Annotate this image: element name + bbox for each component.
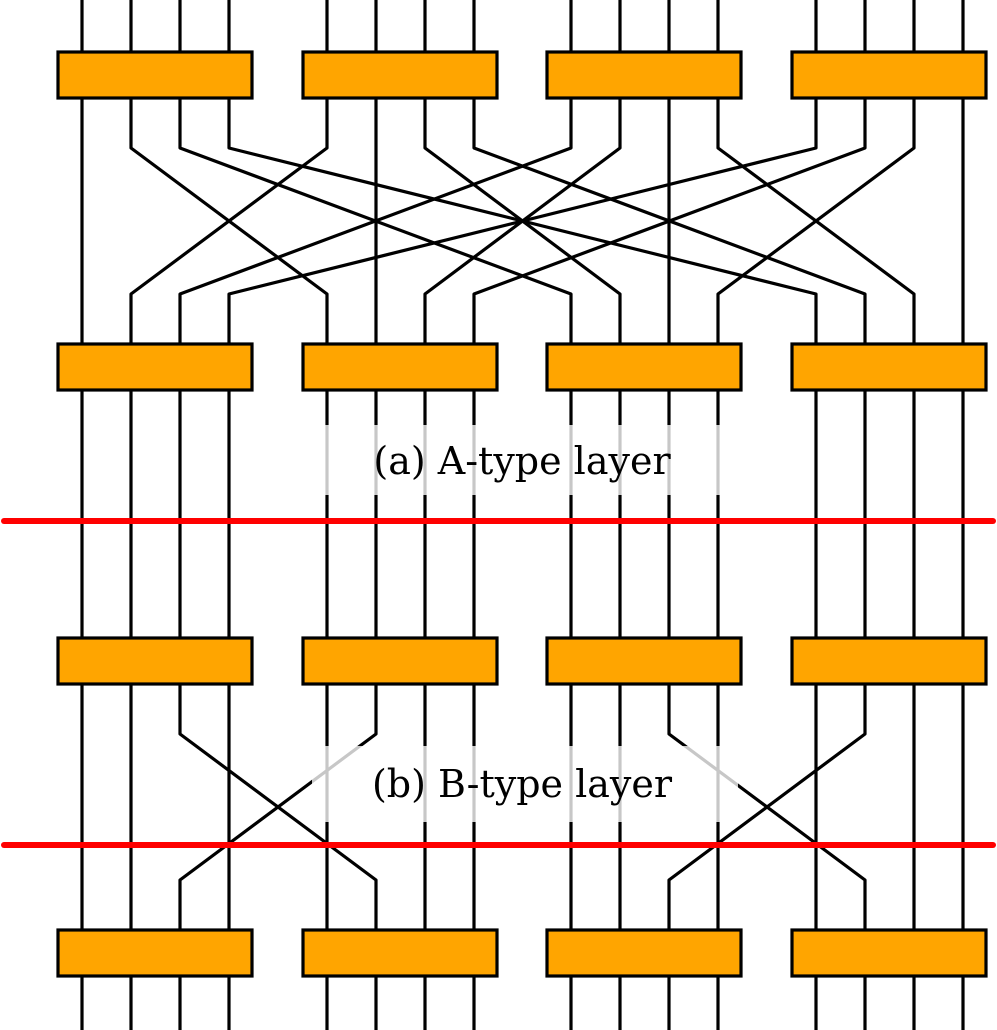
block-row2-col1 <box>56 342 254 392</box>
block-row3-col2 <box>301 636 499 686</box>
block-row4-col2 <box>301 928 499 978</box>
label-b-background <box>312 746 738 822</box>
block-row4-col1 <box>56 928 254 978</box>
block-row1-col1 <box>56 50 254 100</box>
label-a-background <box>320 425 720 495</box>
block-row3-col1 <box>56 636 254 686</box>
a-shuffle-wire-g4-w1 <box>227 98 818 344</box>
label-b-type-layer: (b) B-type layer <box>372 762 673 806</box>
a-shuffle-wire-g4-w2 <box>472 98 867 344</box>
label-a-type-layer: (a) A-type layer <box>373 439 671 483</box>
block-row3-col4 <box>790 636 988 686</box>
block-row2-col2 <box>301 342 499 392</box>
block-row3-col3 <box>545 636 743 686</box>
block-row2-col3 <box>545 342 743 392</box>
b-exchange-wire-g2-w2 <box>178 684 378 930</box>
block-row1-col4 <box>790 50 988 100</box>
block-row1-col3 <box>545 50 743 100</box>
labels-and-dividers: (a) A-type layer (b) B-type layer <box>1 425 996 848</box>
block-row4-col4 <box>790 928 988 978</box>
blocks <box>56 50 988 978</box>
wires <box>80 0 965 1030</box>
block-row4-col3 <box>545 928 743 978</box>
a-shuffle-wire-g3-w1 <box>178 98 573 344</box>
a-shuffle-wire-g4-w3 <box>716 98 916 344</box>
a-shuffle-wire-g2-w1 <box>129 98 329 344</box>
block-row1-col2 <box>301 50 499 100</box>
block-row2-col4 <box>790 342 988 392</box>
b-exchange-wire-g4-w2 <box>667 684 867 930</box>
